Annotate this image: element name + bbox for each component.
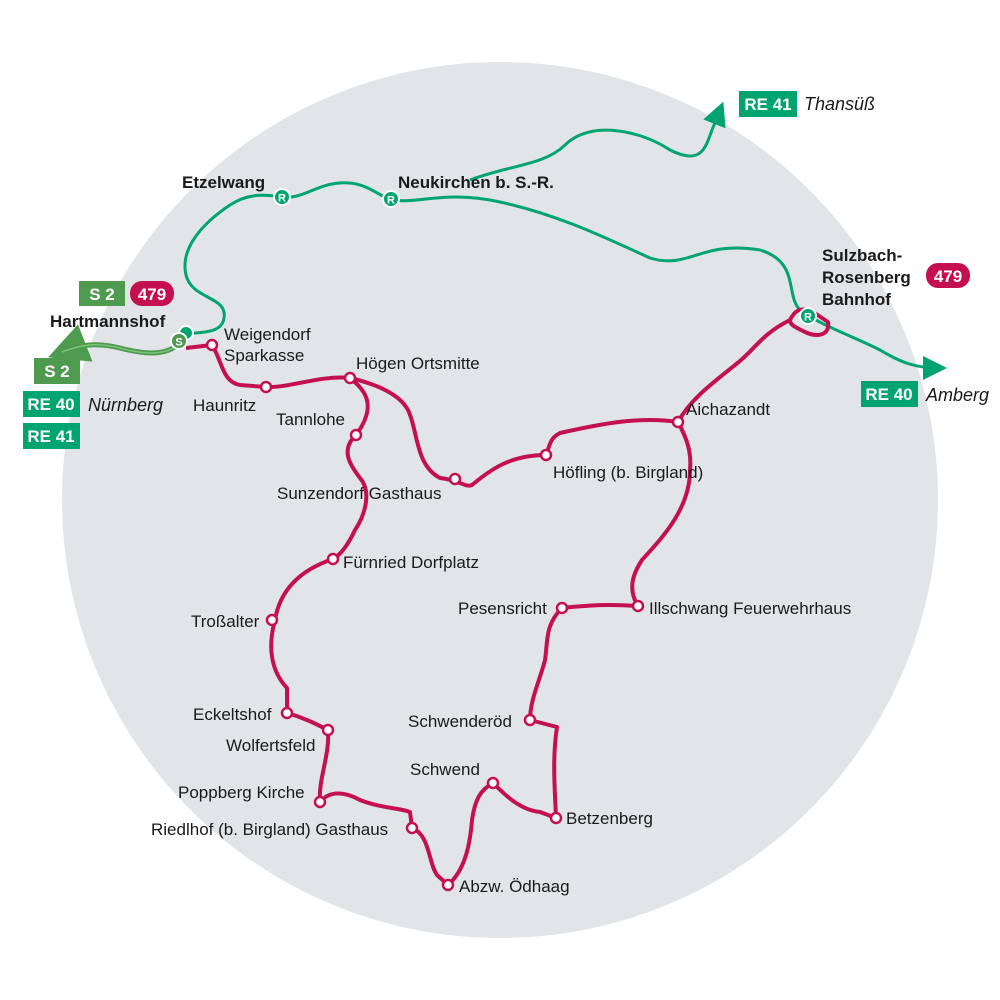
badges-nuernberg: S 2 RE 40 RE 41 Nürnberg <box>23 358 163 449</box>
station-etzelwang[interactable]: R <box>273 188 291 206</box>
label-neukirchen: Neukirchen b. S.-R. <box>398 173 554 192</box>
label-weigendorf-1: Weigendorf <box>224 325 311 344</box>
label-etzelwang: Etzelwang <box>182 173 265 192</box>
label-sulzbach-2: Rosenberg <box>822 268 911 287</box>
dest-amberg: Amberg <box>925 385 989 405</box>
badge-sulzbach-479: 479 <box>926 263 970 288</box>
label-abzw: Abzw. Ödhaag <box>459 877 570 896</box>
bus-stops <box>205 338 685 892</box>
bus-479-route <box>185 307 831 887</box>
label-weigendorf-2: Sparkasse <box>224 346 304 365</box>
rail-symbol-icon: R <box>804 312 812 324</box>
label-aichazandt: Aichazandt <box>686 400 770 419</box>
label-poppberg: Poppberg Kirche <box>178 783 305 802</box>
label-hartmannshof: Hartmannshof <box>50 312 166 331</box>
label-sulzbach-3: Bahnhof <box>822 290 891 309</box>
label-haunritz: Haunritz <box>193 396 256 415</box>
label-sunzendorf: Sunzendorf Gasthaus <box>277 484 441 503</box>
dest-thansuess: Thansüß <box>804 94 875 114</box>
label-schwenderoed: Schwenderöd <box>408 712 512 731</box>
label-eckeltshof: Eckeltshof <box>193 705 272 724</box>
station-neukirchen[interactable]: R <box>382 190 400 208</box>
station-sulzbach[interactable]: R <box>799 307 817 325</box>
label-pesensricht: Pesensricht <box>458 599 547 618</box>
svg-text:S 2: S 2 <box>44 362 70 381</box>
svg-text:479: 479 <box>934 267 962 286</box>
label-hoegen: Högen Ortsmitte <box>356 354 480 373</box>
service-area <box>62 62 938 938</box>
s-bahn-symbol-icon: S <box>175 337 182 349</box>
station-hartmannshof[interactable]: S <box>170 325 194 350</box>
label-schwend: Schwend <box>410 760 480 779</box>
svg-text:RE 40: RE 40 <box>27 395 74 414</box>
label-riedlhof: Riedlhof (b. Birgland) Gasthaus <box>151 820 388 839</box>
label-wolfertsfeld: Wolfertsfeld <box>226 736 315 755</box>
badge-re41-thansuess: RE 41 Thansüß <box>739 91 875 117</box>
badge-re40-amberg: RE 40 Amberg <box>861 381 989 407</box>
label-betzenberg: Betzenberg <box>566 809 653 828</box>
rail-symbol-icon: R <box>278 193 286 205</box>
label-tannlohe: Tannlohe <box>276 410 345 429</box>
svg-text:S 2: S 2 <box>89 285 115 304</box>
dest-nuernberg: Nürnberg <box>88 395 163 415</box>
badge-s2-479-top: S 2 479 <box>79 281 174 306</box>
re40-line <box>183 181 947 380</box>
svg-text:RE 40: RE 40 <box>865 385 912 404</box>
label-hoefling: Höfling (b. Birgland) <box>553 463 703 482</box>
svg-text:479: 479 <box>138 285 166 304</box>
re41-line <box>469 101 726 182</box>
svg-text:RE 41: RE 41 <box>27 427 74 446</box>
label-illschwang: Illschwang Feuerwehrhaus <box>649 599 851 618</box>
label-trossalter: Troßalter <box>191 612 260 631</box>
label-fuernried: Fürnried Dorfplatz <box>343 553 479 572</box>
rail-symbol-icon: R <box>387 195 395 207</box>
svg-text:RE 41: RE 41 <box>744 95 791 114</box>
label-sulzbach-1: Sulzbach- <box>822 246 902 265</box>
